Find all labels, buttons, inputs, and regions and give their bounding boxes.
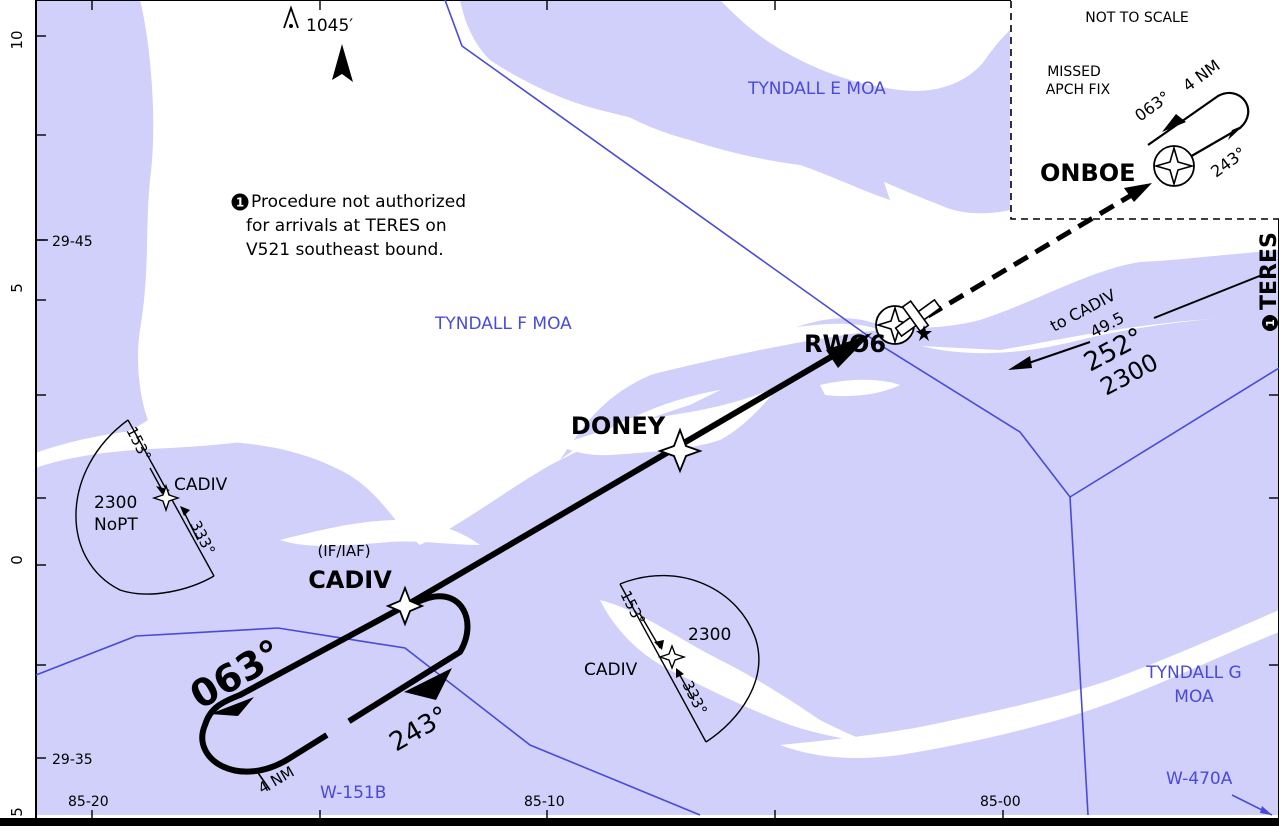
teres-note-marker: 1 xyxy=(1264,319,1277,327)
obstacle-1045: 1045′ xyxy=(283,5,353,36)
coordinate-labels: 29-45 29-35 85-20 85-10 85-00 xyxy=(36,234,1021,810)
cadiv-fix: (IF/IAF) CADIV xyxy=(308,542,425,627)
airport-beacon-icon xyxy=(916,325,932,341)
hold-outbound-arrow xyxy=(404,668,452,700)
cadiv-fix-label: CADIV xyxy=(308,566,392,594)
onboe-fix-label: ONBOE xyxy=(1040,159,1136,187)
missed-hold-arrow-out xyxy=(1162,114,1186,132)
taa-south: 153° 333° CADIV 2300 xyxy=(584,574,760,743)
taa-west-altitude: 2300 xyxy=(94,493,137,513)
missed-apch-label-2: APCH FIX xyxy=(1046,82,1111,98)
tyndall-g-moa-label-1: TYNDALL G xyxy=(1145,663,1241,683)
teres-route-arrow xyxy=(1008,356,1032,370)
missed-apch-label-1: MISSED xyxy=(1047,64,1101,80)
final-approach-arrow xyxy=(826,333,872,368)
procedure-note: 1 Procedure not authorized for arrivals … xyxy=(231,192,466,260)
taa-west-fix-label: CADIV xyxy=(174,475,228,495)
note-line-1: Procedure not authorized xyxy=(251,192,466,212)
edge-tick-labels: 10 5 0 5 xyxy=(8,30,26,816)
obstacle-elevation: 1045′ xyxy=(306,16,353,36)
land-islands xyxy=(30,323,1279,758)
taa-south-altitude: 2300 xyxy=(688,625,731,645)
taa-west-fix-icon xyxy=(151,483,181,513)
teres-fix-label: TERES xyxy=(1257,232,1279,310)
note-line-3: V521 southeast bound. xyxy=(246,240,444,260)
longitude-label-85-10: 85-10 xyxy=(524,794,565,810)
tyndall-f-moa-label: TYNDALL F MOA xyxy=(434,314,572,334)
airport-runway-icon xyxy=(894,298,942,338)
missed-approach-path xyxy=(926,187,1142,319)
missed-approach-inset: NOT TO SCALE MISSED APCH FIX 063° 4 NM 2… xyxy=(1010,0,1279,220)
w-151b-label: W-151B xyxy=(320,783,386,803)
rw06-label: RWØ6 xyxy=(804,330,886,358)
note-line-2: for arrivals at TERES on xyxy=(246,216,447,236)
taa-west-nopt: NoPT xyxy=(94,515,138,535)
tick-label-0: 0 xyxy=(8,555,26,565)
taa-south-fix-icon xyxy=(657,644,687,670)
longitude-label-85-20: 85-20 xyxy=(68,794,109,810)
w-470a-label: W-470A xyxy=(1166,769,1233,789)
note-marker: 1 xyxy=(236,196,244,210)
final-approach-course xyxy=(403,333,872,609)
missed-approach-arrow xyxy=(1124,183,1152,202)
not-to-scale-label: NOT TO SCALE xyxy=(1085,10,1188,26)
doney-fix: DONEY xyxy=(571,412,703,474)
airspace-labels: TYNDALL E MOA TYNDALL F MOA TYNDALL G MO… xyxy=(320,79,1242,803)
runway-06-fix: RWØ6 xyxy=(804,298,942,358)
edge-ticks xyxy=(36,0,1279,820)
tick-label-5b: 5 xyxy=(8,807,26,817)
cadiv-role-label: (IF/IAF) xyxy=(317,542,370,560)
tick-label-5a: 5 xyxy=(8,283,26,293)
hold-inbound-arrow xyxy=(210,697,254,716)
tick-label-10: 10 xyxy=(8,30,26,49)
tyndall-e-moa-label: TYNDALL E MOA xyxy=(747,79,886,99)
cadiv-waypoint-icon xyxy=(385,585,425,627)
north-arrow-icon xyxy=(332,44,353,82)
missed-hold-arrow-in xyxy=(1228,125,1244,140)
latitude-label-29-35: 29-35 xyxy=(52,752,93,768)
taa-south-fix-label: CADIV xyxy=(584,660,638,680)
doney-waypoint-icon xyxy=(657,427,703,474)
tyndall-g-moa-label-2: MOA xyxy=(1174,687,1214,707)
obstacle-icon xyxy=(283,5,299,29)
longitude-label-85-00: 85-00 xyxy=(980,794,1021,810)
latitude-label-29-45: 29-45 xyxy=(52,234,93,250)
doney-fix-label: DONEY xyxy=(571,412,666,440)
